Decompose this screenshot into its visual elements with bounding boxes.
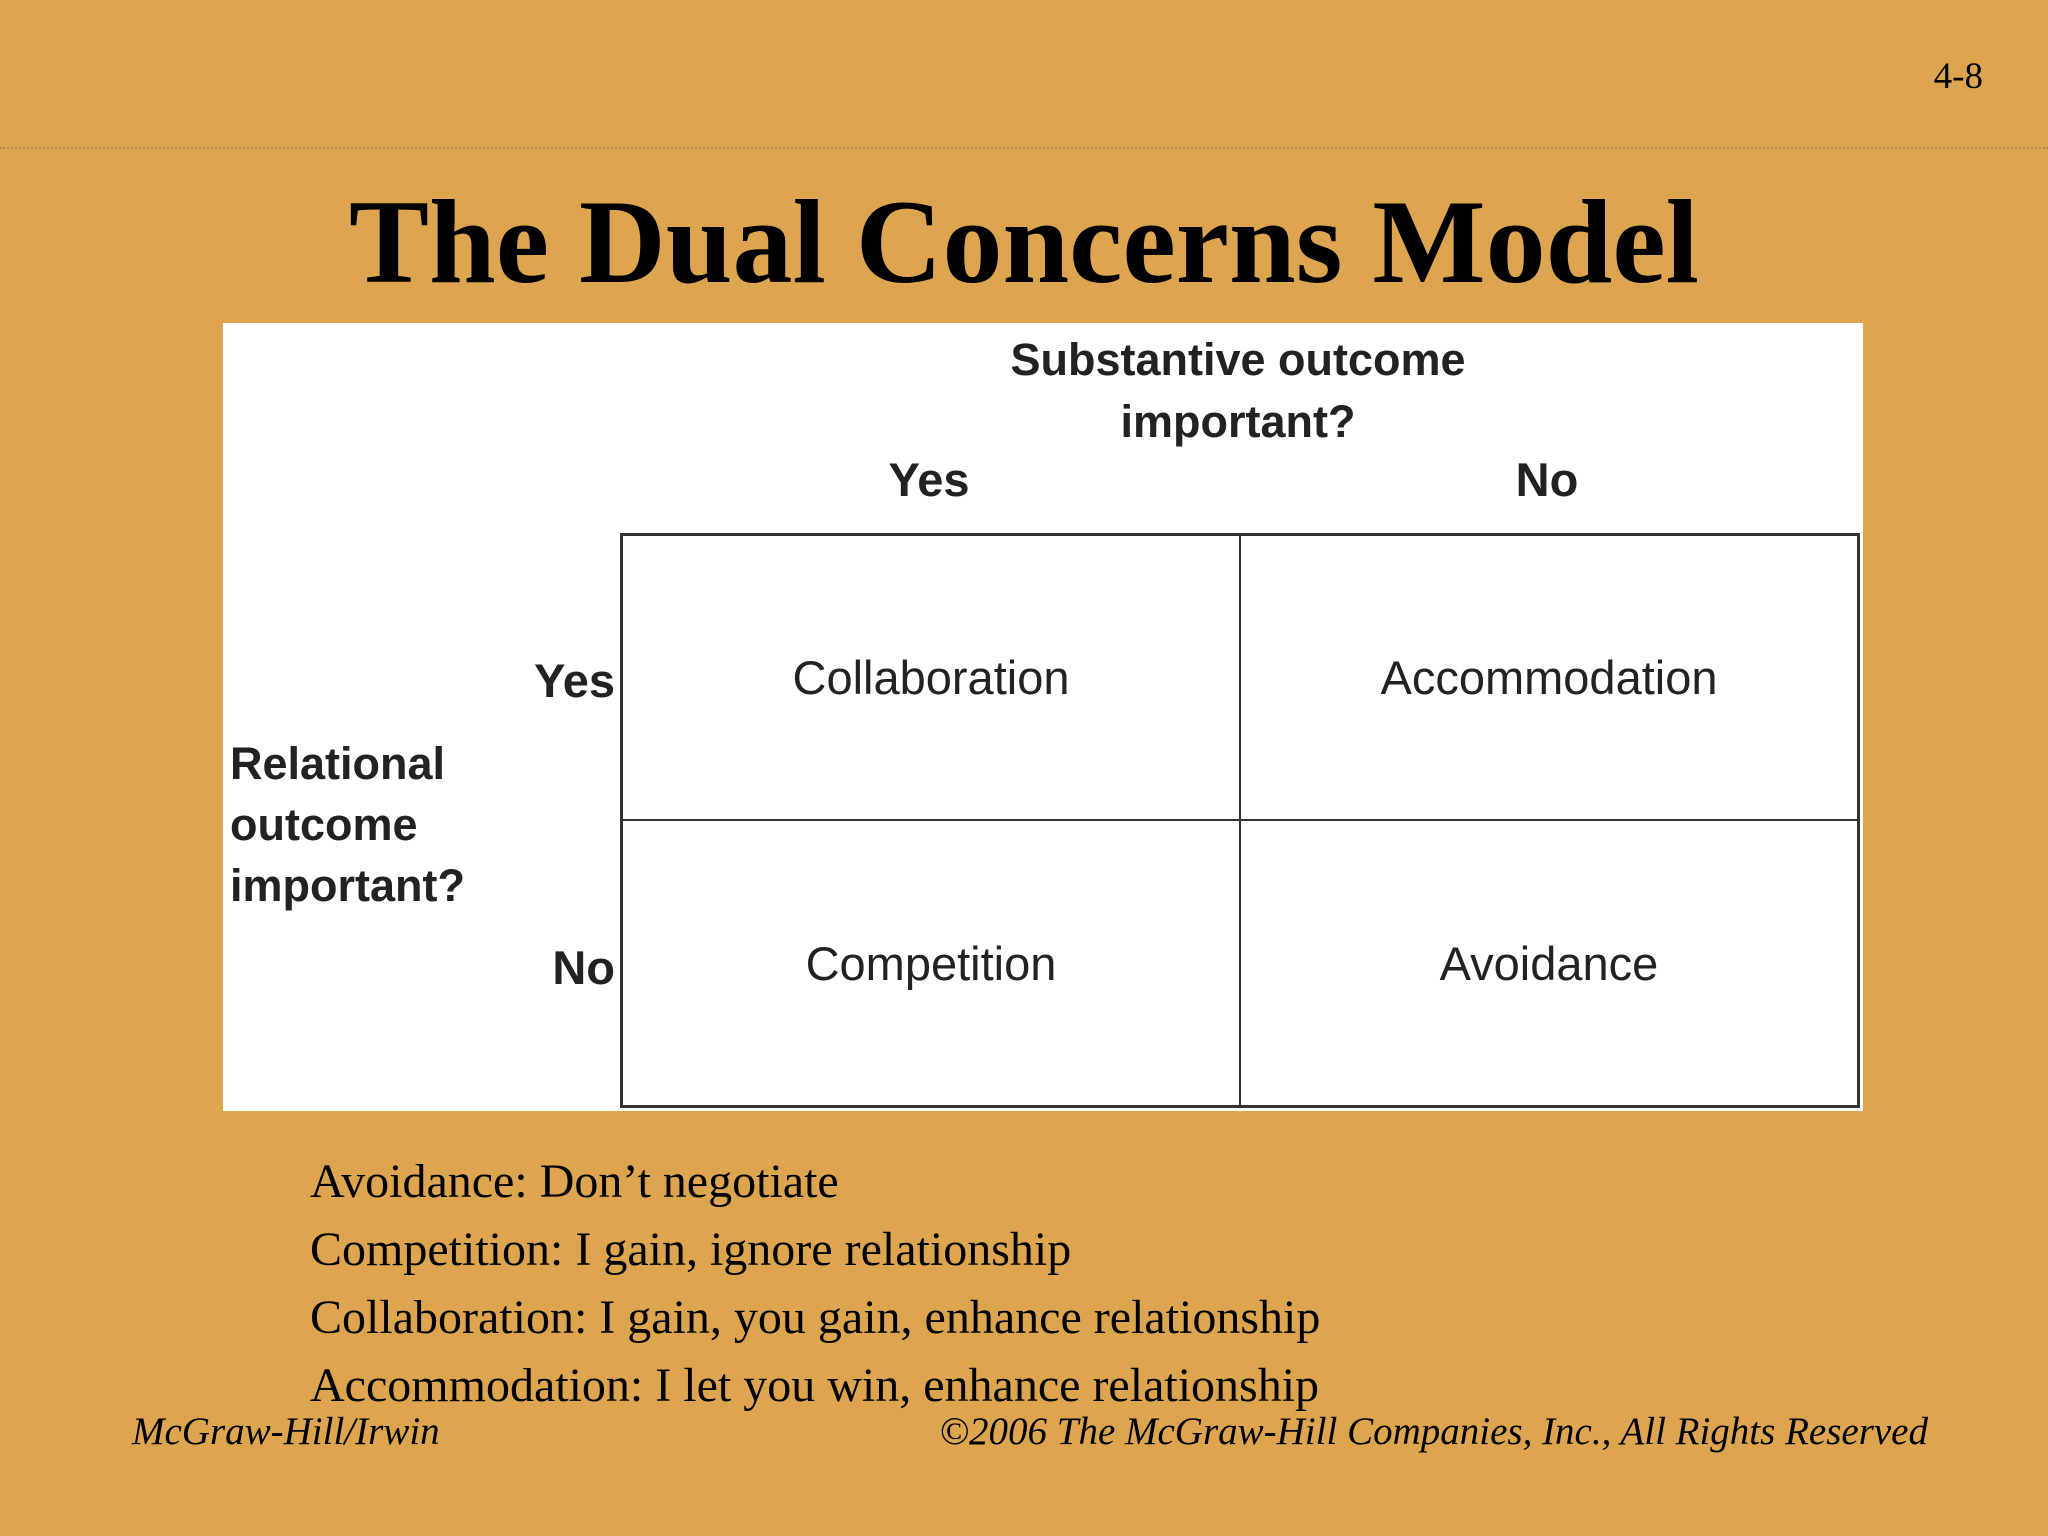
column-axis-title: Substantive outcome important? bbox=[223, 329, 1863, 453]
column-label-yes: Yes bbox=[888, 453, 970, 506]
legend-item-collaboration: Collaboration: I gain, you gain, enhance… bbox=[310, 1291, 1321, 1344]
legend-item-avoidance: Avoidance: Don’t negotiate bbox=[310, 1155, 839, 1208]
dual-concerns-diagram: Substantive outcome important? Yes No Re… bbox=[223, 323, 1863, 1111]
row-axis-title-line-3: important? bbox=[230, 860, 465, 911]
row-label-yes: Yes bbox=[533, 654, 615, 707]
column-axis-title-line-2: important? bbox=[1120, 396, 1356, 447]
cell-competition: Competition bbox=[623, 821, 1241, 1105]
slide-number: 4-8 bbox=[1933, 56, 1983, 97]
row-axis-title-line-1: Relational bbox=[230, 738, 446, 789]
footer-copyright: ©2006 The McGraw-Hill Companies, Inc., A… bbox=[939, 1410, 1928, 1453]
cell-accommodation: Accommodation bbox=[1241, 536, 1857, 821]
legend-item-accommodation: Accommodation: I let you win, enhance re… bbox=[310, 1359, 1320, 1412]
cell-collaboration: Collaboration bbox=[623, 536, 1241, 821]
legend-item-competition: Competition: I gain, ignore relationship bbox=[310, 1223, 1072, 1276]
column-label-no: No bbox=[1515, 453, 1579, 506]
row-axis-title-line-2: outcome bbox=[230, 799, 418, 850]
row-axis-title: Relational outcome important? bbox=[230, 733, 465, 916]
matrix-grid: Collaboration Accommodation Competition … bbox=[620, 533, 1860, 1108]
strategy-legend: Avoidance: Don’t negotiate Competition: … bbox=[310, 1148, 1320, 1420]
cell-avoidance: Avoidance bbox=[1439, 936, 1659, 990]
page-title: The Dual Concerns Model bbox=[349, 175, 1699, 308]
header-divider bbox=[0, 147, 2048, 149]
column-axis-title-line-1: Substantive outcome bbox=[1010, 334, 1466, 385]
footer-publisher: McGraw-Hill/Irwin bbox=[132, 1410, 440, 1453]
row-label-no: No bbox=[552, 941, 615, 994]
